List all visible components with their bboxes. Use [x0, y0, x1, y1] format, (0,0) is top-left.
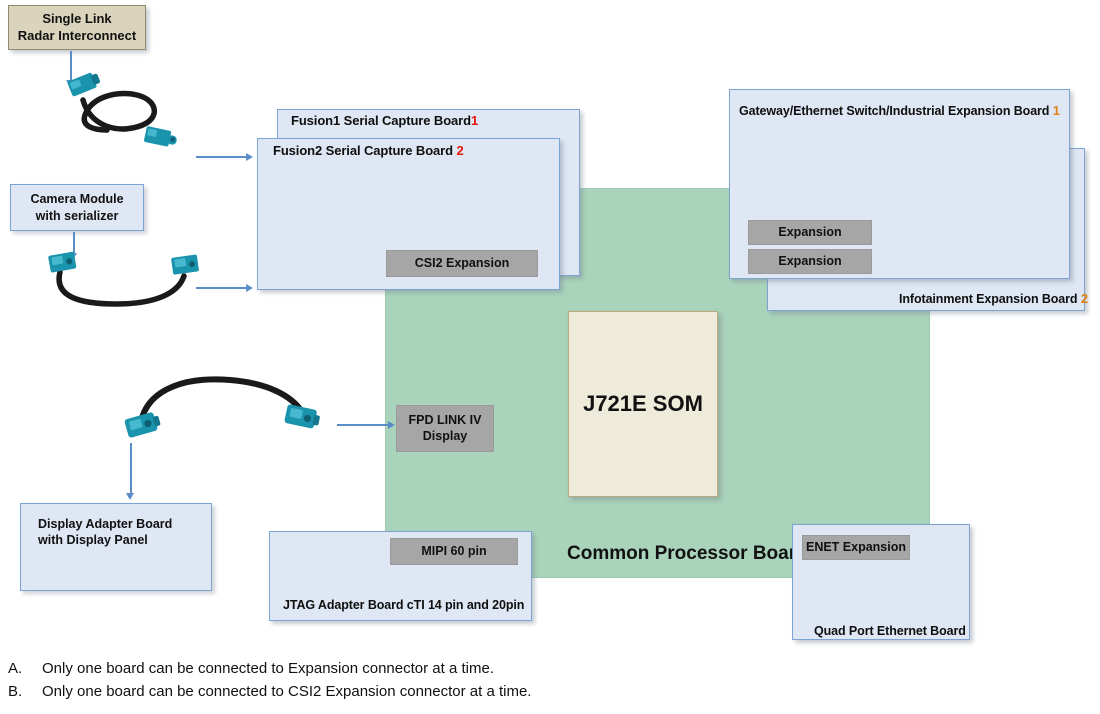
- enet-label: ENET Expansion: [805, 539, 907, 554]
- footnote-text: Only one board can be connected to CSI2 …: [42, 683, 532, 700]
- arrow-radar-to-cable: [70, 51, 72, 81]
- single-link-radar-interconnect-box: Single Link Radar Interconnect: [8, 5, 146, 50]
- camera-serializer-cable: [48, 251, 199, 307]
- fusion2-board-label: Fusion2 Serial Capture Board 2: [273, 143, 464, 158]
- footnote-key: B.: [8, 683, 23, 700]
- infotainment-superscript: 2: [1080, 291, 1088, 306]
- arrow-display-cable-to-fpd: [337, 424, 389, 426]
- arrow-radar-cable-to-fusion: [196, 156, 247, 158]
- gateway-board-label: Gateway/Ethernet Switch/Industrial Expan…: [739, 103, 1060, 118]
- display-fpd-link-cable: [124, 376, 320, 438]
- expansion-connector-2: Expansion: [748, 249, 872, 274]
- gateway-ethernet-switch-industrial-expansion-board[interactable]: [729, 89, 1070, 279]
- footnote-row: B. Only one board can be connected to CS…: [8, 683, 708, 700]
- gateway-superscript: 1: [1052, 103, 1060, 118]
- infotainment-label-text: Infotainment Expansion Board: [899, 292, 1078, 306]
- som-label: J721E SOM: [583, 391, 703, 416]
- expansion-2-label: Expansion: [778, 253, 842, 268]
- fakra-connector-camera-a: [48, 251, 77, 273]
- csi2-expansion-label: CSI2 Expansion: [414, 255, 510, 270]
- fusion2-superscript: 2: [456, 143, 464, 158]
- arrow-display-cable-to-fpd-head: [388, 421, 395, 429]
- fakra-connector-display-b: [284, 404, 320, 429]
- arrow-cable-to-display-adapter: [130, 443, 132, 494]
- arrow-camera-to-cable: [73, 232, 75, 254]
- common-processor-board-label: Common Processor Board: [567, 543, 808, 564]
- fakra-connector-radar-b: [144, 126, 177, 147]
- fpd-link-line2: Display: [422, 428, 468, 443]
- jtag-adapter-board-label: JTAG Adapter Board cTI 14 pin and 20pin: [283, 598, 525, 612]
- fakra-connector-radar-a: [67, 72, 101, 97]
- gateway-label-text: Gateway/Ethernet Switch/Industrial Expan…: [739, 104, 1050, 118]
- display-adapter-line2: with Display Panel: [38, 533, 148, 548]
- fusion1-board-label: Fusion1 Serial Capture Board1: [291, 113, 478, 128]
- fpd-link-iv-display-connector: FPD LINK IV Display: [396, 405, 494, 452]
- arrow-radar-cable-to-fusion-head: [246, 153, 253, 161]
- fusion2-label-text: Fusion2 Serial Capture Board: [273, 143, 453, 158]
- expansion-connector-1: Expansion: [748, 220, 872, 245]
- j721e-som: J721E SOM: [568, 311, 718, 497]
- footnotes: A. Only one board can be connected to Ex…: [8, 660, 708, 706]
- display-adapter-board-box: Display Adapter Board with Display Panel: [20, 503, 212, 591]
- footnote-key: A.: [8, 660, 23, 677]
- csi2-expansion-connector: CSI2 Expansion: [386, 250, 538, 277]
- expansion-1-label: Expansion: [778, 224, 842, 239]
- fusion1-label-text: Fusion1 Serial Capture Board: [291, 113, 471, 128]
- camera-line1: Camera Module: [30, 192, 124, 207]
- fusion1-superscript: 1: [470, 113, 479, 128]
- radar-line1: Single Link: [42, 11, 112, 27]
- fpd-link-line1: FPD LINK IV: [408, 412, 482, 427]
- display-adapter-line1: Display Adapter Board: [38, 517, 173, 531]
- radar-interconnect-cable: [67, 72, 177, 147]
- footnote-row: A. Only one board can be connected to Ex…: [8, 660, 708, 677]
- radar-line2: Radar Interconnect: [17, 27, 137, 43]
- footnote-text: Only one board can be connected to Expan…: [42, 660, 494, 677]
- fakra-connector-camera-b: [171, 254, 199, 275]
- enet-expansion-connector: ENET Expansion: [802, 535, 910, 560]
- quad-port-ethernet-board-label: Quad Port Ethernet Board: [814, 624, 966, 638]
- camera-module-box: Camera Module with serializer: [10, 184, 144, 231]
- arrow-camera-cable-to-fusion: [196, 287, 247, 289]
- camera-line2: with serializer: [35, 208, 119, 223]
- arrow-cable-to-display-adapter-head: [126, 493, 134, 500]
- infotainment-board-label: Infotainment Expansion Board 2: [899, 291, 1088, 306]
- mipi-label: MIPI 60 pin: [421, 543, 487, 558]
- mipi-60-pin-connector: MIPI 60 pin: [390, 538, 518, 565]
- fakra-connector-display-a: [124, 412, 161, 438]
- arrow-camera-cable-to-fusion-head: [246, 284, 253, 292]
